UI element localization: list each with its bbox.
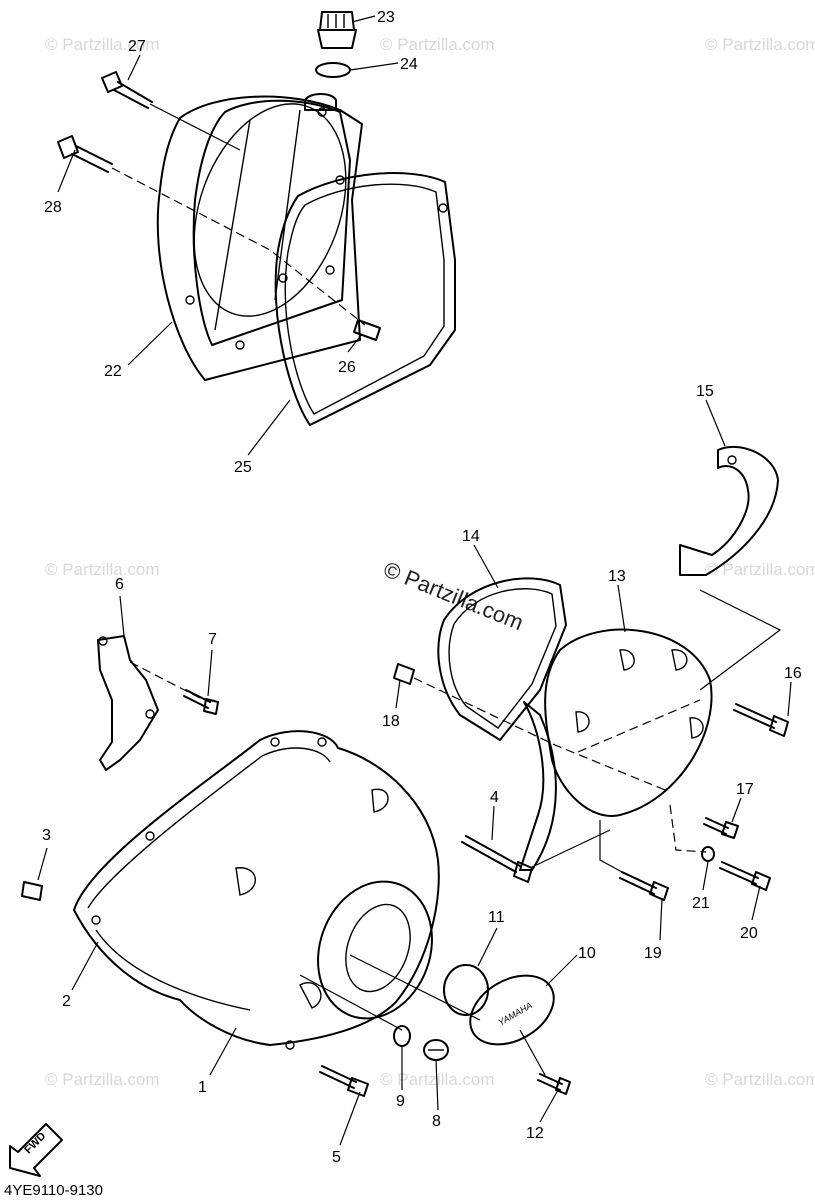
fwd-label: FWD [22,1130,48,1156]
guide-lines-upper [111,103,366,326]
watermark-bottom-left: © Partzilla.com [45,1070,160,1089]
bolt-20 [719,861,771,891]
callout-22: 22 [104,363,122,380]
generator-cover-13 [519,628,713,871]
callout-4: 4 [490,789,499,806]
callout-8: 8 [432,1113,441,1130]
callout-21: 21 [692,895,710,912]
screw-12 [537,1073,571,1095]
washer-9 [393,1025,411,1047]
gasket-14 [437,577,567,741]
callout-12: 12 [526,1125,544,1142]
dowel-pin-18 [393,663,415,685]
callout-3: 3 [42,827,51,844]
callout-25: 25 [234,459,252,476]
bolt-17 [703,817,739,839]
watermark-bottom-right: © Partzilla.com [705,1070,815,1089]
bolt-28 [57,135,113,173]
callout-23: 23 [377,9,395,26]
callout-20: 20 [740,925,758,942]
guide-lines-lower [129,589,782,1076]
dowel-pin-3 [21,881,43,901]
clutch-housing-22 [156,93,363,381]
watermark-top-right: © Partzilla.com [705,35,815,54]
o-ring-24 [315,62,351,78]
callout-18: 18 [382,713,400,730]
callout-6: 6 [115,576,124,593]
fwd-arrow: FWD [9,1123,63,1177]
diagram-code: 4YE9110-9130 [4,1182,103,1199]
oil-filler-cap [317,11,357,49]
bracket-6 [97,635,159,771]
watermark-top-left: © Partzilla.com [45,35,160,54]
callout-11: 11 [488,909,505,926]
washer-21 [701,846,715,862]
bolt-7 [183,689,219,715]
callout-9: 9 [396,1093,405,1110]
callout-16: 16 [784,665,802,682]
cover-brand-mark: YAMAHA [496,1000,533,1027]
callout-24: 24 [400,56,418,73]
callout-17: 17 [736,781,754,798]
bolt-4 [461,835,533,883]
dowel-pin-26 [353,319,381,341]
callout-5: 5 [332,1149,341,1166]
callout-26: 26 [338,359,356,376]
callout-7: 7 [208,631,217,648]
gasket-25 [274,172,456,426]
bolt-16 [733,703,789,737]
callout-1: 1 [198,1079,207,1096]
callout-27: 27 [128,38,146,55]
callout-19: 19 [644,945,662,962]
callout-28: 28 [44,199,62,216]
bolt-5 [319,1065,369,1097]
plug-8 [423,1039,449,1061]
timing-cover-10: YAMAHA [469,974,555,1046]
bolt-27 [101,71,153,109]
watermark-center: © Partzilla.com [380,556,527,635]
watermark-mid-left: © Partzilla.com [45,560,160,579]
callout-10: 10 [578,945,596,962]
bracket-15 [679,445,779,576]
watermark-mid-right: © Partzilla.com [705,560,815,579]
watermark-top-center: © Partzilla.com [380,35,495,54]
o-ring-11 [443,964,489,1016]
bolt-19 [619,871,669,901]
leader-lines [37,15,792,1146]
crankcase-cover-1 [73,730,440,1050]
callout-13: 13 [608,568,626,585]
callout-labels: 23 24 27 28 22 26 25 15 14 13 6 7 18 16 … [42,9,802,1166]
callout-14: 14 [462,528,480,545]
callout-15: 15 [696,383,714,400]
callout-2: 2 [62,993,71,1010]
